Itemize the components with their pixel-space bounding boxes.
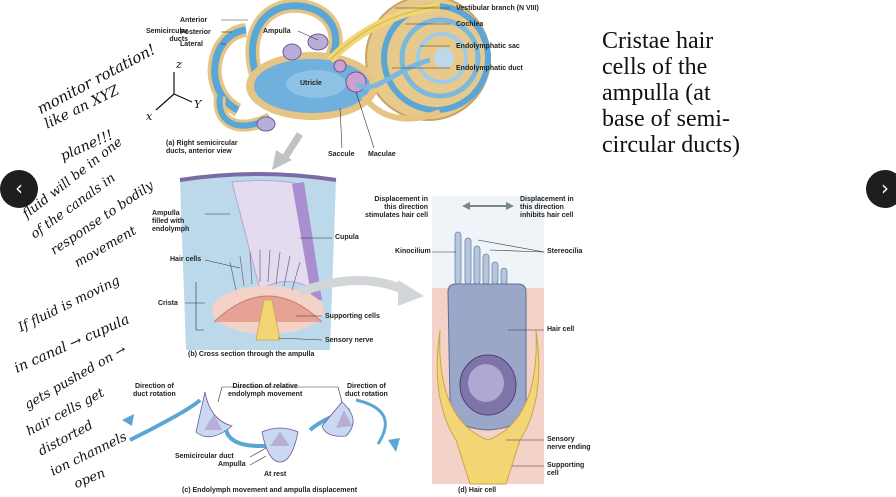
label-at-rest: At rest: [264, 471, 287, 478]
hair-cell-illustration: [432, 196, 545, 485]
caption-d: (d) Hair cell: [458, 487, 497, 494]
caption-a: (a) Right semicircular ducts, anterior v…: [166, 140, 238, 155]
label-ampulla-a: Ampulla: [263, 28, 291, 35]
label-supporting-cell: Supporting cell: [547, 462, 585, 477]
label-lateral: Lateral: [180, 41, 203, 48]
label-ampulla-c: Ampulla: [218, 461, 246, 468]
label-hair-cells: Hair cells: [170, 256, 202, 263]
label-hair-cell: Hair cell: [547, 326, 575, 333]
label-direction-duct-rotation-right: Direction of duct rotation: [345, 383, 388, 398]
previous-slide-button[interactable]: ‹: [0, 170, 38, 208]
semicircular-ducts-illustration: [207, 0, 491, 149]
label-stereocilia: Stereocilia: [547, 248, 583, 255]
label-kinocilium: Kinocilium: [395, 248, 431, 255]
label-endolymphatic-duct: Endolymphatic duct: [456, 65, 523, 72]
label-displacement-inhibits: Displacement in this direction inhibits …: [520, 196, 574, 219]
label-utricle: Utricle: [300, 80, 322, 87]
label-semicircular-duct: Semicircular duct: [175, 453, 234, 460]
label-anterior: Anterior: [180, 17, 208, 24]
label-displacement-stimulates: Displacement in this direction stimulate…: [365, 196, 429, 219]
label-ampulla-filled: Ampulla filled with endolymph: [152, 210, 190, 233]
axis-label-y: Y: [194, 98, 202, 111]
label-semicircular-ducts: Semicircular ducts: [146, 28, 189, 43]
label-sensory-nerve: Sensory nerve: [325, 337, 374, 344]
endolymph-movement-illustration: [122, 386, 400, 466]
label-cochlea: Cochlea: [456, 21, 484, 28]
slide-title: Cristae hair cells of the ampulla (at ba…: [602, 28, 740, 158]
label-sensory-nerve-ending: Sensory nerve ending: [547, 436, 591, 451]
ampulla-cross-section: [179, 172, 337, 350]
xyz-axes-doodle: [155, 72, 193, 111]
label-maculae: Maculae: [368, 151, 396, 158]
label-cupula: Cupula: [335, 234, 359, 241]
chevron-left-icon: ‹: [15, 176, 23, 200]
label-direction-duct-rotation-left: Direction of duct rotation: [133, 383, 176, 398]
label-supporting-cells: Supporting cells: [325, 313, 380, 320]
next-slide-button[interactable]: ›: [866, 170, 896, 208]
label-saccule: Saccule: [328, 151, 355, 158]
label-direction-relative: Direction of relative endolymph movement: [228, 383, 303, 398]
label-crista: Crista: [158, 300, 178, 307]
label-posterior: Posterior: [180, 29, 211, 36]
caption-b: (b) Cross section through the ampulla: [188, 351, 315, 358]
label-endolymphatic-sac: Endolymphatic sac: [456, 43, 520, 50]
chevron-right-icon: ›: [881, 176, 889, 200]
axis-label-z: z: [176, 58, 182, 71]
caption-c: (c) Endolymph movement and ampulla displ…: [182, 487, 358, 494]
axis-label-x: x: [146, 110, 153, 123]
label-vestibular-branch: Vestibular branch (N VIII): [456, 5, 539, 12]
